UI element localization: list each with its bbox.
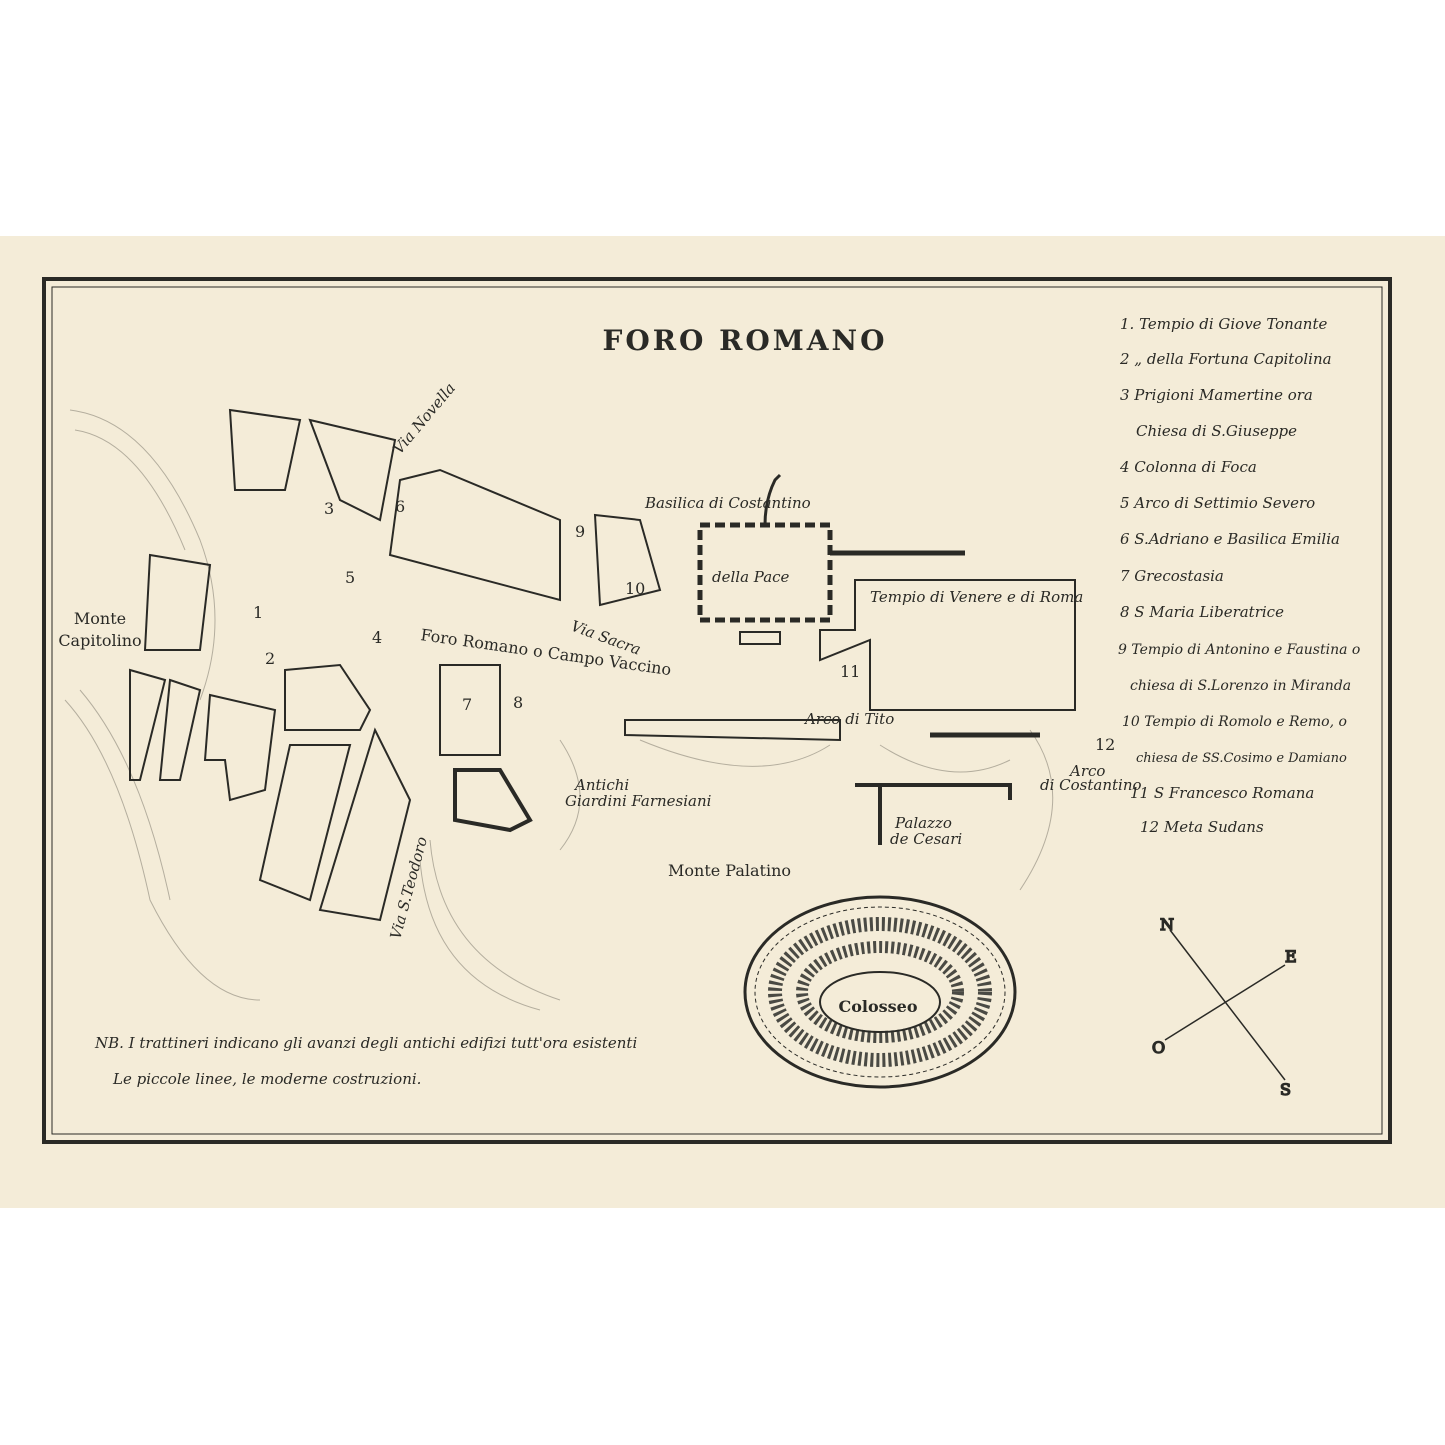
legend-item: 8 S Maria Liberatrice xyxy=(1120,603,1284,621)
note-line-1: NB. I trattineri indicano gli avanzi deg… xyxy=(94,1034,637,1052)
legend-item: 5 Arco di Settimio Severo xyxy=(1120,494,1315,512)
legend-item: Chiesa di S.Giuseppe xyxy=(1136,422,1297,440)
label-arco-tito: Arco di Tito xyxy=(803,710,894,728)
legend-item: 10 Tempio di Romolo e Remo, o xyxy=(1122,714,1347,730)
legend-item: chiesa di S.Lorenzo in Miranda xyxy=(1130,678,1351,694)
label-della-pace: della Pace xyxy=(712,568,790,586)
legend-item: 3 Prigioni Mamertine ora xyxy=(1120,386,1313,404)
inner-frame xyxy=(51,286,1383,1135)
site-number-9: 9 xyxy=(575,522,585,541)
label-monte-capitolino: Monte xyxy=(74,609,126,628)
site-number-10: 10 xyxy=(625,579,645,598)
label-colosseo: Colosseo xyxy=(838,997,917,1016)
legend-item: 1. Tempio di Giove Tonante xyxy=(1120,315,1327,333)
site-number-12: 12 xyxy=(1095,735,1115,754)
basilica-di-costantino-plan xyxy=(697,473,965,645)
colosseo-plan xyxy=(743,895,1017,1089)
note-line-2: Le piccole linee, le moderne costruzioni… xyxy=(112,1070,421,1088)
legend-item: 4 Colonna di Foca xyxy=(1119,458,1257,476)
legend-item: 12 Meta Sudans xyxy=(1140,818,1264,836)
building-outlines xyxy=(129,408,1076,922)
map-paper: FORO ROMANO xyxy=(0,236,1445,1208)
legend-item: 6 S.Adriano e Basilica Emilia xyxy=(1120,530,1340,548)
label-palazzo: Palazzo xyxy=(894,814,952,832)
map-canvas: FORO ROMANO xyxy=(42,277,1392,1144)
site-number-8: 8 xyxy=(513,693,523,712)
compass-rose: N E O S xyxy=(1151,914,1297,1100)
legend-item: 7 Grecostasia xyxy=(1120,567,1224,585)
label-giardini-2: Giardini Farnesiani xyxy=(565,792,712,810)
legend: 1. Tempio di Giove Tonante 2 „ della For… xyxy=(1118,315,1360,836)
label-tempio-venere: Tempio di Venere e di Roma xyxy=(870,588,1083,606)
legend-item: 2 „ della Fortuna Capitolina xyxy=(1119,350,1332,368)
compass-west: O xyxy=(1152,1038,1165,1057)
label-monte-palatino: Monte Palatino xyxy=(668,861,791,880)
site-number-5: 5 xyxy=(345,568,355,587)
site-number-3: 3 xyxy=(324,499,334,518)
label-giardini: Antichi xyxy=(573,776,629,794)
legend-item: 11 S Francesco Romana xyxy=(1130,784,1314,802)
label-arco-costantino: Arco xyxy=(1068,762,1105,780)
site-number-11: 11 xyxy=(840,662,860,681)
site-number-7: 7 xyxy=(462,695,472,714)
label-palazzo-2: de Cesari xyxy=(890,830,962,848)
compass-south: S xyxy=(1280,1080,1291,1099)
site-number-2: 2 xyxy=(265,649,275,668)
outer-frame xyxy=(42,277,1392,1144)
legend-item: 9 Tempio di Antonino e Faustina o xyxy=(1118,642,1360,658)
site-numbers: 1 2 3 4 5 6 7 8 9 10 11 12 xyxy=(253,497,1115,754)
legend-item: chiesa de SS.Cosimo e Damiano xyxy=(1136,751,1347,766)
map-title: FORO ROMANO xyxy=(602,324,887,357)
compass-east: E xyxy=(1285,947,1297,966)
site-number-6: 6 xyxy=(395,497,405,516)
site-number-1: 1 xyxy=(253,603,263,622)
label-arco-costantino-2: di Costantino xyxy=(1040,776,1142,794)
compass-north: N xyxy=(1160,915,1174,934)
label-via-novella: Via Novella xyxy=(389,379,459,457)
label-basilica: Basilica di Costantino xyxy=(644,494,811,512)
site-number-4: 4 xyxy=(372,628,382,647)
hill-hatching xyxy=(64,409,1054,1011)
label-monte-capitolino-2: Capitolino xyxy=(58,631,141,650)
